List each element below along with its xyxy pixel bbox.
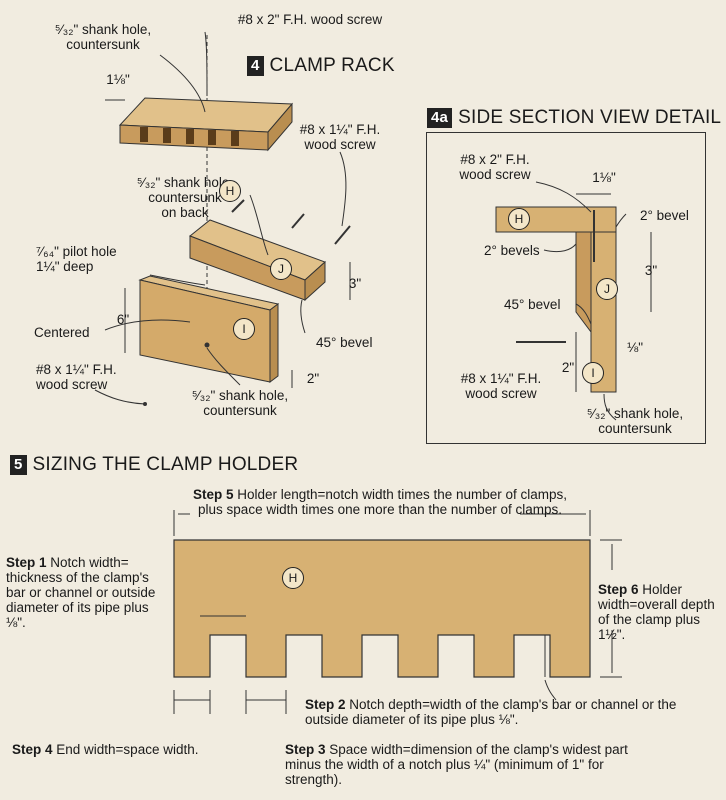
clamp-rack-drawing <box>94 31 351 406</box>
section-title: CLAMP RACK <box>269 55 395 76</box>
step5-label: Step 5 <box>192 487 234 502</box>
fig4a-part-h-callout: H <box>508 208 530 230</box>
fig4a-bottom-screw-label: #8 x 1¼" F.H. wood screw <box>460 371 542 401</box>
fig4-dim-2: 2" <box>306 371 320 386</box>
fig4-back-shank-label: ⁵⁄₃₂" shank hole, countersunk on back <box>136 175 234 220</box>
section-number-badge: 4 <box>247 56 264 76</box>
part-h-holder <box>118 97 294 152</box>
step6-text: Step 6 Holder width=overall depth of the… <box>598 582 723 642</box>
fig4a-bevels-2: 2° bevels <box>484 243 540 258</box>
part-i-callout: I <box>233 318 255 340</box>
step4-text: Step 4 End width=space width. <box>12 742 252 757</box>
fig4a-shank-label: ⁵⁄₃₂" shank hole, countersunk <box>586 406 684 436</box>
clamp-rack-heading: 4 CLAMP RACK <box>247 55 395 77</box>
step6-body: Holder width=overall depth of the clamp … <box>598 582 715 642</box>
fig4a-dim-3: 3" <box>644 263 658 278</box>
fig4a-bevel-2: 2° bevel <box>640 208 689 223</box>
fig4a-dim-1-1-8: 1⅛" <box>592 170 616 185</box>
fig4-top-screw-label: #8 x 2" F.H. wood screw <box>237 12 383 27</box>
fig4a-dim-1-8: ⅛" <box>626 340 644 355</box>
section-title: SIDE SECTION VIEW DETAIL <box>458 107 722 128</box>
step1-text: Step 1 Notch width= thickness of the cla… <box>6 555 166 630</box>
step5-text: Step 5 Holder length=notch width times t… <box>190 487 570 517</box>
fig4-bottom-shank-label: ⁵⁄₃₂" shank hole, countersunk <box>191 388 289 418</box>
section-number-badge: 5 <box>10 455 27 475</box>
fig4a-part-i-callout: I <box>582 362 604 384</box>
step3-text: Step 3 Space width=dimension of the clam… <box>285 742 655 787</box>
section-number-badge: 4a <box>427 108 453 128</box>
fig4-right-screw-label: #8 x 1¼" F.H. wood screw <box>299 122 381 152</box>
step2-body: Notch depth=width of the clamp's bar or … <box>305 697 677 727</box>
part-i-back-plate <box>138 275 280 383</box>
side-section-heading: 4a SIDE SECTION VIEW DETAIL <box>427 107 721 129</box>
fig4-centered-label: Centered <box>34 325 90 340</box>
step3-body: Space width=dimension of the clamp's wid… <box>285 742 628 787</box>
step2-text: Step 2 Notch depth=width of the clamp's … <box>305 697 715 727</box>
fig5-part-h-callout: H <box>282 567 304 589</box>
section-title: SIZING THE CLAMP HOLDER <box>32 454 299 475</box>
part-j-callout: J <box>270 258 292 280</box>
side-section-drawing <box>495 181 652 421</box>
sizing-heading: 5 SIZING THE CLAMP HOLDER <box>10 454 298 476</box>
fig4-dim-3: 3" <box>348 276 362 291</box>
fig4-dim-6: 6" <box>116 312 130 327</box>
fig4-left-screw-label: #8 x 1¼" F.H. wood screw <box>36 362 117 392</box>
part-j-support <box>189 219 326 302</box>
fig4a-part-j-callout: J <box>596 278 618 300</box>
holder-sizing-drawing <box>173 510 622 714</box>
fig4a-top-screw-label: #8 x 2" F.H. wood screw <box>459 152 531 182</box>
fig4-dim-1-1-8: 1⅛" <box>106 72 130 87</box>
step1-body: Notch width= thickness of the clamp's ba… <box>6 555 156 630</box>
fig4-top-shank-label: ⁵⁄₃₂" shank hole, countersunk <box>54 22 152 52</box>
step6-label: Step 6 <box>598 582 639 597</box>
step1-label: Step 1 <box>6 555 47 570</box>
side-section-frame <box>426 132 706 444</box>
step4-body: End width=space width. <box>52 742 199 757</box>
fig4-bevel-45: 45° bevel <box>316 335 373 350</box>
step3-label: Step 3 <box>285 742 326 757</box>
holder-body <box>173 539 591 678</box>
fig4-pilot-label: ⁷⁄₆₄" pilot hole 1¼" deep <box>36 244 117 274</box>
step5-body: Holder length=notch width times the numb… <box>198 487 568 517</box>
fig4a-bevel-45: 45° bevel <box>504 297 561 312</box>
part-h-callout: H <box>219 180 241 202</box>
step2-label: Step 2 <box>305 697 346 712</box>
step4-label: Step 4 <box>12 742 53 757</box>
fig4a-dim-2: 2" <box>561 360 575 375</box>
